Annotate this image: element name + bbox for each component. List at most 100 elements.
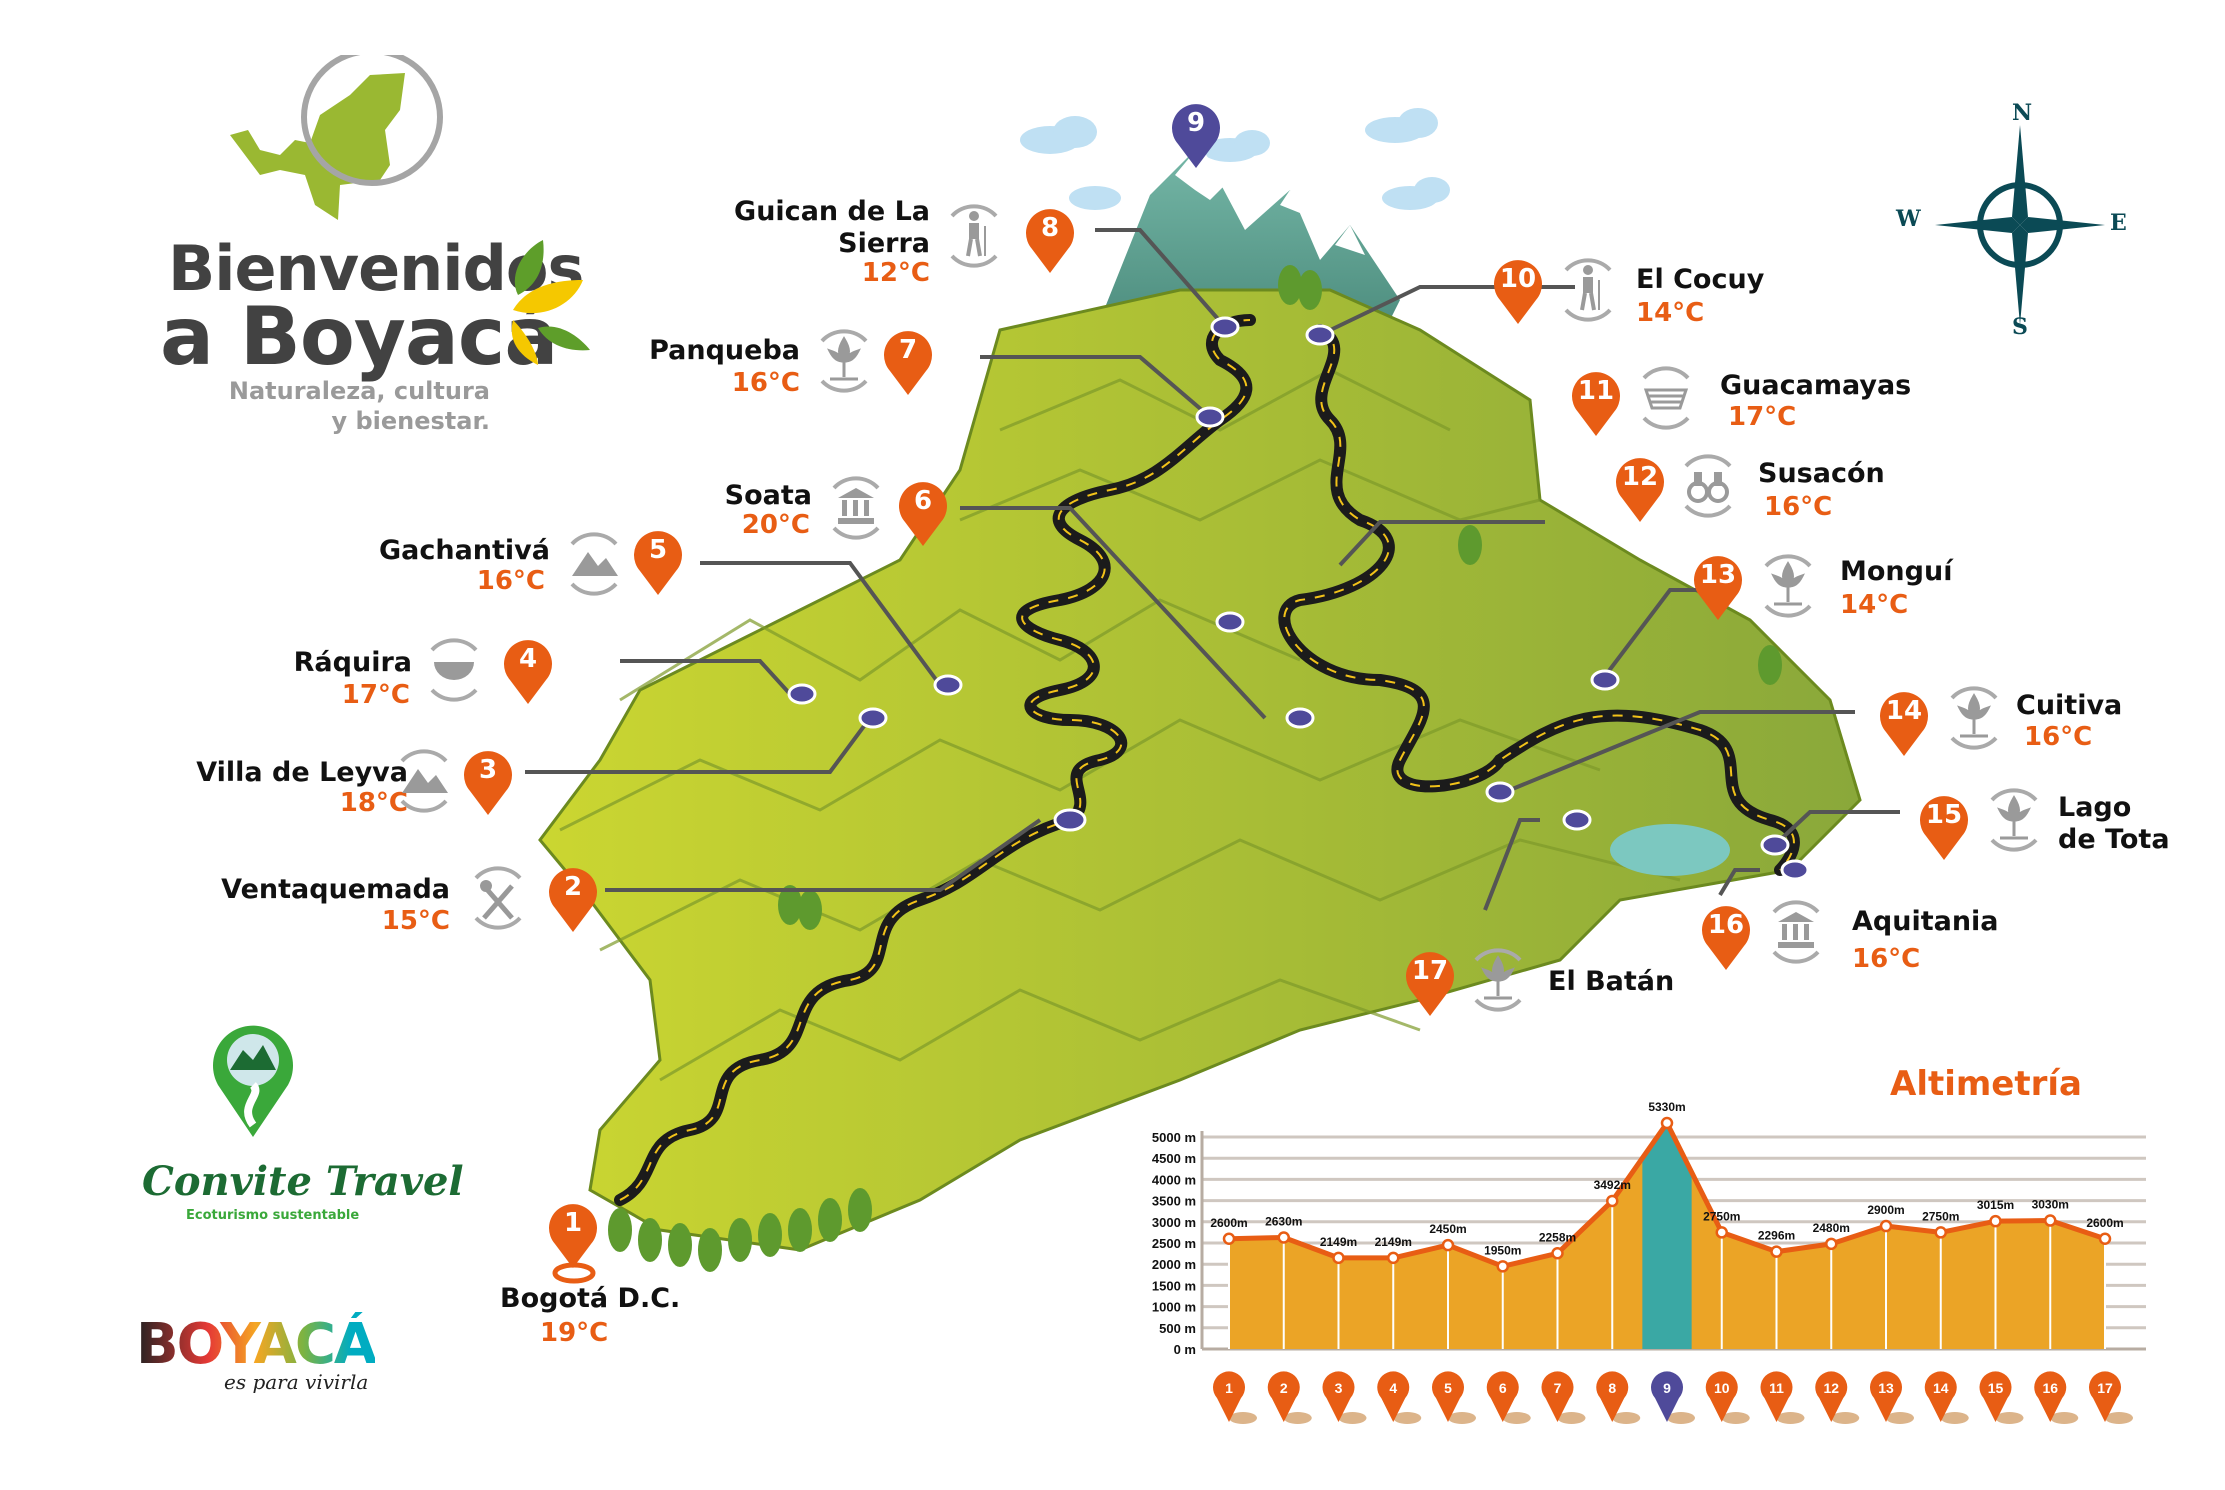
stop-name-10: El Cocuy [1636,264,1765,295]
data-label: 2750m [1703,1209,1740,1223]
stop-pin-15[interactable]: 15 [1916,790,1972,862]
convite-travel-pin-icon [213,1025,293,1137]
x-tick-label: 1 [1225,1380,1233,1396]
stop-name-17: El Batán [1548,966,1675,997]
stop-temp-16: 16°C [1852,944,1921,974]
stop-pin-2[interactable]: 2 [545,862,601,934]
boyaca-brand-subtitle: es para vivirla [224,1370,369,1394]
category-pin [1267,1371,1300,1422]
stop-pin-13[interactable]: 13 [1690,550,1746,622]
data-label: 2149m [1320,1235,1357,1249]
data-point [1277,1231,1290,1244]
stop-pin-6[interactable]: 6 [895,476,951,548]
stop-pin-5[interactable]: 5 [630,525,686,597]
boyaca-map-logo-icon [230,55,443,220]
stop-pin-1[interactable]: 1 [545,1198,601,1270]
data-point [1441,1238,1455,1252]
data-label: 2600m [2086,1216,2123,1230]
stop-pin-10[interactable]: 10 [1490,254,1546,326]
pin-shadow [2050,1412,2079,1424]
category-pin [1705,1371,1738,1422]
y-tick-label: 500 m [1159,1321,1196,1336]
stop-pin-14[interactable]: 14 [1876,686,1932,758]
x-tick-label: 3 [1335,1380,1343,1396]
x-tick-label: 11 [1769,1380,1784,1396]
stop-pin-16[interactable]: 16 [1698,900,1754,972]
x-tick-label: 2 [1280,1380,1288,1396]
data-point [1496,1260,1509,1273]
pin-shadow [1393,1412,1422,1424]
pin-shadow [1557,1412,1586,1424]
data-label: 2258m [1539,1230,1576,1244]
stop-name-16: Aquitania [1852,906,1999,937]
data-label: 2480m [1813,1221,1850,1235]
data-label: 2630m [1265,1214,1302,1228]
data-label: 2450m [1429,1222,1466,1236]
stop-temp-10: 14°C [1636,298,1705,328]
y-tick-label: 4500 m [1152,1151,1196,1166]
chart-title: Altimetría [1890,1064,2082,1104]
boyaca-brand-logo: BOYACÁ [136,1312,377,1377]
forest [608,265,1782,1272]
stop-pin-7[interactable]: 7 [880,325,936,397]
leader-lines [525,228,1900,911]
compass-east: E [2110,210,2127,236]
stop-name-13: Monguí [1840,556,1953,587]
stop-temp-13: 14°C [1840,590,1909,620]
x-tick-label: 12 [1823,1380,1839,1396]
compass-west: W [1896,206,1921,232]
bowl-icon [418,634,490,706]
stop-pin-12[interactable]: 12 [1612,452,1668,524]
category-pin [1432,1371,1464,1422]
stop-name-8: Guican de La Sierra [734,196,930,259]
x-tick-label: 8 [1608,1380,1616,1396]
lake-tota [1610,824,1730,876]
pin-shadow [1338,1412,1367,1424]
stop-pin-9[interactable]: 9 [1168,98,1224,170]
tagline: Naturaleza, cultura y bienestar. [228,377,490,435]
data-label: 5330m [1648,1100,1685,1114]
category-pin [1870,1371,1902,1422]
snow-mountains [1100,145,1400,320]
basket-icon [1630,362,1702,434]
data-point [1660,1116,1674,1130]
stop-temp-6: 20°C [741,510,810,540]
clouds [1020,108,1450,210]
stop-pin-8[interactable]: 8 [1022,203,1078,275]
stop-name-11: Guacamayas [1720,370,1912,401]
x-tick-label: 16 [2042,1380,2058,1396]
data-label: 3030m [2032,1198,2069,1212]
data-point [1825,1237,1838,1251]
stop-temp-7: 16°C [731,368,800,398]
stop-name-5: Gachantivá [378,535,550,566]
page-title-line2: a Boyacá [160,290,558,383]
y-tick-label: 2000 m [1152,1257,1196,1272]
data-point [1879,1219,1893,1233]
pin-shadow [1831,1412,1860,1424]
data-label: 2296m [1758,1229,1795,1243]
stop-temp-14: 16°C [2024,722,2093,752]
stop-pin-3[interactable]: 3 [460,745,516,817]
stop-pin-11[interactable]: 11 [1568,366,1624,438]
data-point [1770,1245,1783,1258]
stop-pin-17[interactable]: 17 [1402,946,1458,1018]
stop-pin-4[interactable]: 4 [500,634,556,706]
data-point [1606,1194,1619,1208]
data-point [1989,1214,2002,1228]
y-tick-label: 1500 m [1152,1278,1196,1293]
x-tick-label: 4 [1389,1380,1397,1396]
pin-shadow [1283,1412,1312,1424]
hiker-icon [938,200,1010,272]
museum-icon [820,472,892,544]
category-pin [1924,1371,1957,1422]
category-pin [1651,1371,1683,1422]
y-tick-label: 2500 m [1152,1236,1196,1251]
plant-icon [1978,784,2050,856]
category-pin [1377,1371,1410,1422]
data-point [1332,1251,1345,1265]
x-tick-label: 17 [2097,1380,2113,1396]
data-point [1222,1232,1236,1246]
y-tick-label: 3000 m [1152,1215,1196,1230]
x-tick-label: 13 [1878,1380,1894,1396]
pin-shadow [1940,1412,1969,1424]
